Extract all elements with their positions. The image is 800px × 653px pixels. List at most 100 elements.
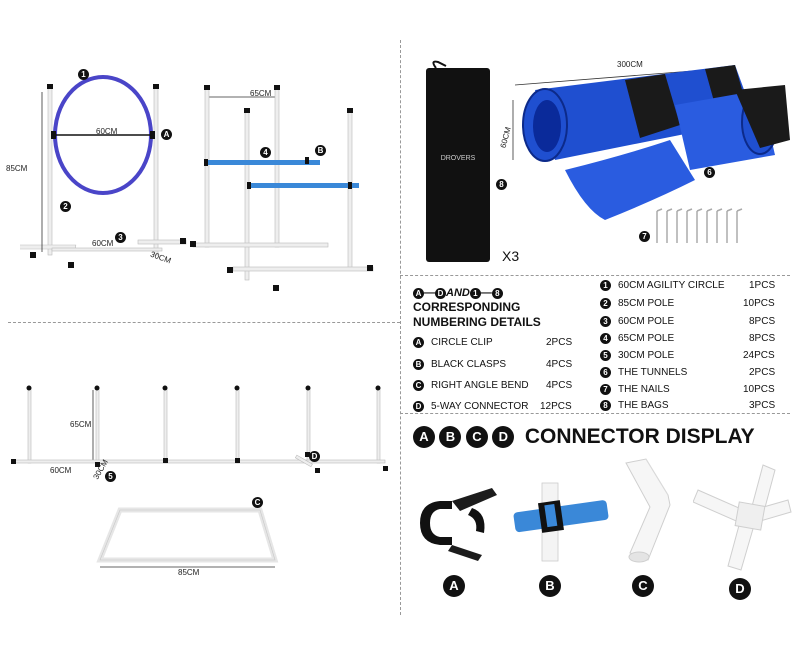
part-badge: B [413, 359, 424, 370]
part-qty: 2PCS [546, 337, 573, 348]
part-qty: 10PCS [743, 298, 775, 309]
nails-badge-7: 7 [639, 231, 650, 242]
hurdle-bar-upper [205, 160, 320, 165]
part-badge: 6 [600, 367, 611, 378]
connector-display-title: CONNECTOR DISPLAY [524, 425, 755, 448]
header-badge-8: 8 [491, 288, 503, 299]
part-name: 60CM POLE [618, 316, 675, 327]
part-name: RIGHT ANGLE BEND [431, 380, 529, 391]
part-badge: D [413, 401, 424, 412]
header-badge-d: D [435, 288, 446, 299]
header-badge-a: A [413, 288, 424, 299]
vertical-divider [400, 40, 401, 615]
header-line-2: NUMBERING DETAILS [413, 315, 541, 329]
hurdle-width-label: 65CM [250, 89, 272, 98]
part-qty: 12PCS [540, 401, 572, 412]
square-frame-diagram [96, 507, 279, 568]
hurdle-badge-b: B [315, 145, 326, 156]
part-badge: 5 [600, 350, 611, 361]
list-item: B BLACK CLASPS 4PCS [413, 359, 583, 370]
connector-d-five-way [693, 464, 792, 571]
list-item: C RIGHT ANGLE BEND 4PCS [413, 380, 583, 391]
right-horizontal-divider [400, 275, 790, 276]
part-name: THE TUNNELS [618, 367, 688, 378]
connector-heading-badge-c: C [465, 426, 488, 449]
part-name: 85CM POLE [618, 298, 675, 309]
part-qty: 8PCS [749, 316, 776, 327]
header-badge-1: 1 [469, 288, 481, 299]
part-qty: 8PCS [749, 333, 776, 344]
part-badge: 8 [600, 400, 611, 411]
hoop-badge-1: 1 [78, 69, 89, 80]
list-item: D 5-WAY CONNECTOR 12PCS [413, 401, 583, 412]
tunnel-illustration [512, 65, 790, 220]
weave-width-label: 60CM [50, 466, 72, 475]
weave-badge-5: 5 [105, 471, 116, 482]
part-qty: 2PCS [749, 367, 776, 378]
carry-bag-illustration: DROVERS [426, 60, 490, 262]
part-qty: 4PCS [546, 359, 573, 370]
header-and: AND [446, 287, 470, 299]
connector-c-bend [625, 458, 671, 563]
list-item: 8 THE BAGS 3PCS [600, 400, 775, 411]
part-name: 60CM AGILITY CIRCLE [618, 280, 725, 291]
hurdle-bar-lower [247, 183, 359, 188]
connector-heading-badge-b: B [439, 426, 462, 449]
weave-badge-d: D [309, 451, 320, 462]
list-item: 4 65CM POLE 8PCS [600, 333, 775, 344]
nails-illustration [656, 208, 743, 243]
list-item: A CIRCLE CLIP 2PCS [413, 337, 583, 348]
list-item: 1 60CM AGILITY CIRCLE 1PCS [600, 280, 775, 291]
part-name: BLACK CLASPS [431, 359, 507, 370]
left-horizontal-divider [8, 322, 400, 323]
tunnel-badge-6: 6 [704, 167, 715, 178]
part-qty: 3PCS [749, 400, 776, 411]
list-item: 2 85CM POLE 10PCS [600, 298, 775, 309]
part-name: CIRCLE CLIP [431, 337, 493, 348]
svg-text:DROVERS: DROVERS [441, 155, 476, 162]
connector-b-label: B [539, 575, 561, 597]
part-qty: 1PCS [749, 280, 776, 291]
part-badge: 2 [600, 298, 611, 309]
part-badge: 7 [600, 384, 611, 395]
part-badge: 4 [600, 333, 611, 344]
part-qty: 4PCS [546, 380, 573, 391]
list-item: 6 THE TUNNELS 2PCS [600, 367, 775, 378]
connector-heading-badge-d: D [492, 426, 515, 449]
part-badge: 3 [600, 316, 611, 327]
part-badge: C [413, 380, 424, 391]
tunnel-length-label: 300CM [617, 60, 643, 69]
part-qty: 10PCS [743, 384, 775, 395]
connector-d-label: D [729, 578, 751, 600]
list-item: 5 30CM POLE 24PCS [600, 350, 775, 361]
hurdle-badge-4: 4 [260, 147, 271, 158]
connector-c-label: C [632, 575, 654, 597]
hoop-width-label: 60CM [96, 127, 118, 136]
part-name: 5-WAY CONNECTOR [431, 401, 529, 412]
hoop-base-label: 60CM [92, 239, 114, 248]
part-name: THE BAGS [618, 400, 669, 411]
connector-heading-badge-a: A [413, 426, 435, 449]
hoop-badge-2: 2 [60, 201, 71, 212]
hurdle-frame-diagram [190, 85, 374, 291]
square-width-label: 85CM [178, 568, 200, 577]
part-name: THE NAILS [618, 384, 670, 395]
header-line-1: CORRESPONDING [413, 300, 521, 314]
connector-a-clip [420, 488, 497, 561]
bag-count-label: X3 [502, 248, 520, 264]
hoop-frame-diagram [20, 75, 187, 268]
part-name: 30CM POLE [618, 350, 675, 361]
list-item: 3 60CM POLE 8PCS [600, 316, 775, 327]
connector-b-clasp [513, 482, 609, 562]
part-badge: 1 [600, 280, 611, 291]
table-bottom-divider [400, 413, 790, 414]
part-badge: A [413, 337, 424, 348]
part-qty: 24PCS [743, 350, 775, 361]
bag-badge-8: 8 [496, 179, 507, 190]
square-badge-c: C [252, 497, 263, 508]
connector-a-label: A [443, 575, 465, 597]
hoop-badge-3: 3 [115, 232, 126, 243]
list-item: 7 THE NAILS 10PCS [600, 384, 775, 395]
weave-height-label: 65CM [70, 420, 92, 429]
